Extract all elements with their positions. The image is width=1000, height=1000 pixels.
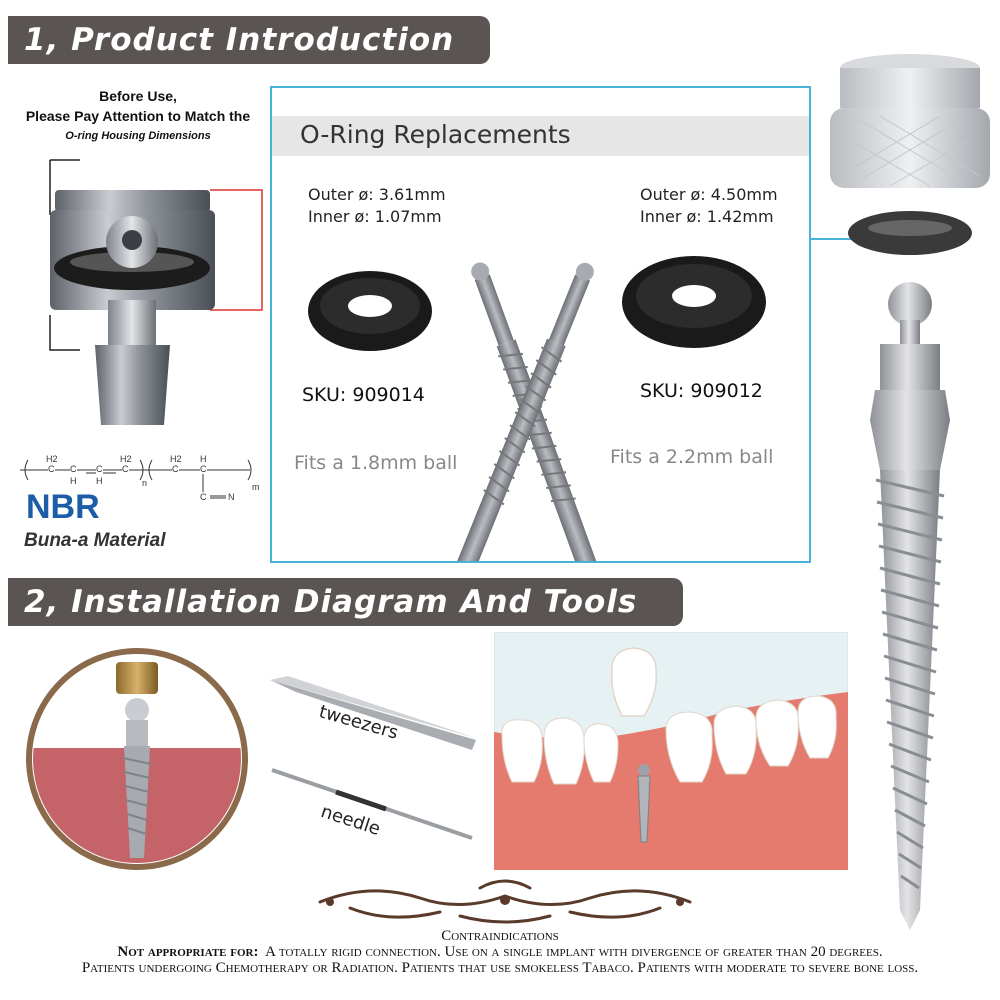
- right-sku: SKU: 909012: [640, 380, 763, 402]
- formula-h2: H: [96, 476, 103, 486]
- notice-line-3: O-ring Housing Dimensions: [65, 130, 211, 142]
- formula-c5: C: [172, 464, 179, 474]
- right-fits: Fits a 2.2mm ball: [610, 446, 774, 468]
- implant-illustration: [830, 54, 990, 930]
- tweezers-image: [270, 676, 476, 750]
- panel-header-bar: [272, 116, 809, 156]
- left-outer-dim: Outer ø: 3.61mm: [308, 185, 446, 204]
- contraindications-line-1-text: A totally rigid connection. Use on a sin…: [265, 944, 883, 960]
- left-ring-dims: Outer ø: 3.61mm Inner ø: 1.07mm: [308, 184, 446, 228]
- teeth-diagram: [494, 632, 848, 870]
- connector-line: [811, 238, 851, 240]
- section-1-banner: 1, Product Introduction: [8, 16, 490, 64]
- section-1-title: 1, Product Introduction: [24, 22, 455, 58]
- material-desc: Buna-a Material: [24, 530, 166, 551]
- formula-h2-b: H2: [120, 454, 132, 464]
- right-inner-dim: Inner ø: 1.42mm: [640, 207, 774, 226]
- needle-image: [271, 768, 473, 840]
- thread-lines: [875, 478, 945, 890]
- notice-line-1: Before Use,: [99, 88, 177, 104]
- left-oring-image: [308, 271, 432, 351]
- left-fits: Fits a 1.8mm ball: [294, 452, 458, 474]
- left-sku: SKU: 909014: [302, 384, 425, 406]
- right-oring-image: [622, 256, 766, 348]
- formula-h2-a: H2: [46, 454, 58, 464]
- formula-c6: C: [200, 464, 207, 474]
- section-2-banner: 2, Installation Diagram And Tools: [8, 578, 683, 626]
- housing-illustration: [49, 159, 263, 425]
- install-circle-illustration: [26, 648, 248, 870]
- panel-title: O-Ring Replacements: [300, 120, 571, 149]
- right-ring-dims: Outer ø: 4.50mm Inner ø: 1.42mm: [640, 184, 778, 228]
- formula-h3: H: [200, 454, 207, 464]
- formula-c2: C: [70, 464, 77, 474]
- formula-m: m: [252, 482, 260, 492]
- formula-cn-n: N: [228, 492, 235, 502]
- oring-panel: O-Ring Replacements Outer ø: 3.61mm Inne…: [270, 86, 811, 563]
- formula-n: n: [142, 478, 148, 488]
- not-appropriate-lead: Not appropriate for:: [117, 944, 259, 960]
- right-outer-dim: Outer ø: 4.50mm: [640, 185, 778, 204]
- section-2-title: 2, Installation Diagram And Tools: [24, 584, 638, 620]
- contraindications-title: Contraindications: [441, 928, 559, 944]
- formula-h2-c: H2: [170, 454, 182, 464]
- contraindications-line-1: Not appropriate for: A totally rigid con…: [0, 944, 1000, 961]
- left-inner-dim: Inner ø: 1.07mm: [308, 207, 442, 226]
- formula-h1: H: [70, 476, 77, 486]
- formula-cn-c: C: [200, 492, 207, 502]
- notice-line-2: Please Pay Attention to Match the: [25, 108, 251, 124]
- housing-notice: Before Use, Please Pay Attention to Matc…: [18, 86, 258, 146]
- formula-c3: C: [96, 464, 103, 474]
- crossing-implants-illustration: [457, 262, 598, 561]
- contraindications-line-2: Patients undergoing Chemotherapy or Radi…: [81, 960, 919, 976]
- formula-c4: C: [122, 464, 129, 474]
- decorative-ornament: [318, 879, 692, 924]
- nbr-label: NBR: [26, 488, 100, 526]
- nbr-formula: H2 C C H C H H2 C n H2 C H C C N m: [20, 452, 260, 512]
- formula-c1: C: [48, 464, 55, 474]
